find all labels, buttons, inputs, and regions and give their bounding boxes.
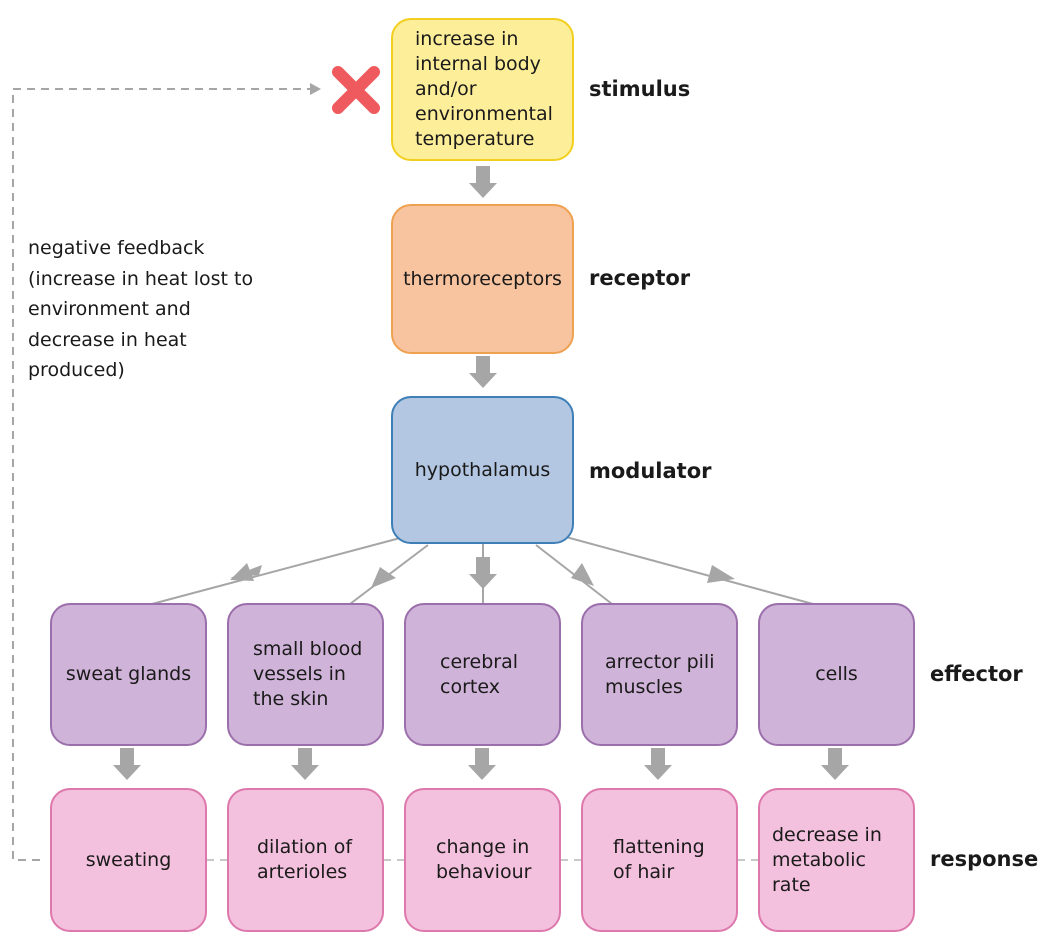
response-text: flattening of hair [613, 836, 705, 883]
response-text: sweating [85, 848, 172, 871]
modulator-text: hypothalamus [414, 458, 551, 481]
effector-text: sweat glands [65, 663, 192, 685]
connector-modulator-effector-5 [565, 536, 814, 605]
effector-text: arrector pili muscles [605, 650, 715, 698]
arrow-effector-response-1 [113, 748, 141, 780]
arrow-effector-response-5 [821, 748, 849, 780]
feedback-note: negative feedback (increase in heat lost… [28, 237, 254, 381]
arrow-effector-response-3 [468, 748, 496, 780]
response-box: dilation of arterioles [227, 788, 384, 932]
arrow-modulator-effector-5 [707, 565, 735, 583]
stimulus-box: increase in internal body and/or environ… [391, 18, 574, 161]
effector-box: arrector pili muscles [581, 603, 738, 746]
feedback-loop-line [12, 88, 310, 861]
effector-label: effector [930, 662, 1023, 686]
modulator-label: modulator [589, 459, 712, 483]
effector-text: cerebral cortex [440, 650, 519, 698]
response-text: dilation of arterioles [257, 836, 353, 883]
arrow-modulator-effector-4 [571, 563, 594, 586]
response-text: decrease in metabolic rate [772, 823, 882, 896]
response-box: flattening of hair [581, 788, 738, 932]
response-box: decrease in metabolic rate [758, 788, 915, 932]
receptor-box: thermoreceptors [391, 204, 574, 354]
blocked-cross-icon [332, 66, 380, 114]
response-box: sweating [50, 788, 207, 932]
arrow-modulator-effector-1-head [230, 563, 254, 581]
modulator-box: hypothalamus [391, 396, 574, 544]
effector-box: cells [758, 603, 915, 746]
response-box: change in behaviour [404, 788, 561, 932]
effector-text: cells [815, 663, 858, 685]
effector-text: small blood vessels in the skin [253, 638, 363, 710]
effector-box: small blood vessels in the skin [227, 603, 384, 746]
stimulus-label: stimulus [589, 77, 691, 101]
arrow-effector-response-2 [291, 748, 319, 780]
feedback-loop-arrowhead [310, 83, 321, 95]
response-label: response [930, 847, 1039, 871]
connector-modulator-effector-1 [151, 537, 401, 605]
arrow-receptor-modulator [469, 356, 497, 388]
arrow-effector-response-4 [644, 748, 672, 780]
arrow-modulator-effector-2 [371, 567, 396, 588]
stimulus-text: increase in internal body and/or environ… [415, 28, 553, 150]
effector-box: sweat glands [50, 603, 207, 746]
effector-box: cerebral cortex [404, 603, 561, 746]
receptor-text: thermoreceptors [403, 267, 562, 290]
response-text: change in behaviour [436, 836, 532, 883]
arrow-stimulus-receptor [469, 166, 497, 198]
receptor-label: receptor [589, 266, 691, 290]
